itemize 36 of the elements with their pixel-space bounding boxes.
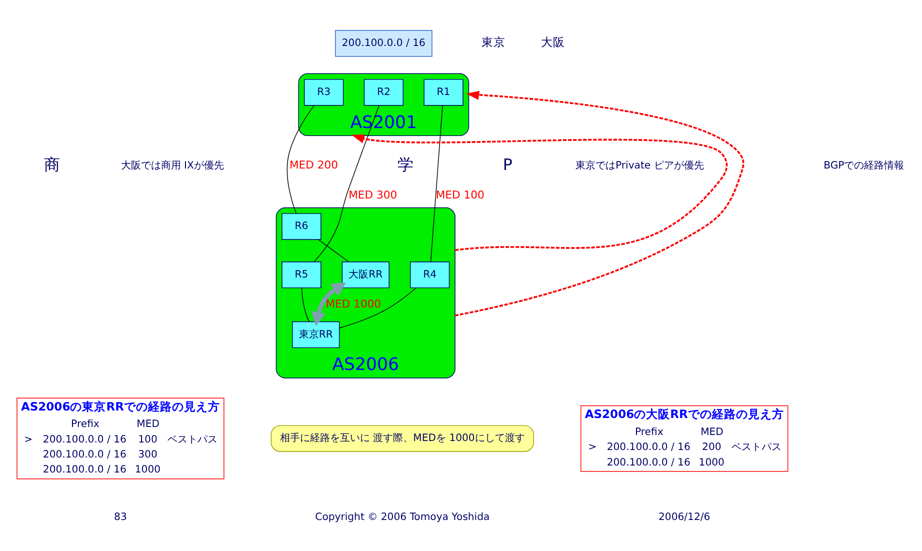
node-box: 大阪RR [342, 261, 390, 288]
arrow [352, 134, 728, 251]
connector [301, 287, 310, 322]
node-box: R4 [410, 261, 450, 288]
node-box: R1 [424, 78, 464, 106]
node-box: R5 [282, 261, 322, 288]
label: BGPでの経路情報 [824, 160, 904, 172]
connector [318, 238, 350, 262]
label: 2006/12/6 [658, 511, 710, 522]
edge-label: MED 100 [436, 188, 484, 201]
arrow [454, 90, 744, 316]
node-box: R2 [364, 78, 404, 106]
node-box: R6 [282, 212, 322, 240]
node-box: 相手に経路を互いに 渡す際、MEDを 1000にして渡す [270, 424, 534, 452]
node-box: R3 [304, 78, 344, 106]
label: P [502, 154, 512, 174]
label: 東京 [481, 34, 506, 49]
connector [430, 104, 443, 262]
label: 学 [397, 154, 414, 174]
connector [339, 287, 416, 328]
node-box: 東京RR [292, 320, 340, 348]
label: 東京ではPrivate ピアが優先 [575, 160, 704, 172]
label: 大阪 [541, 34, 566, 49]
label: 83 [114, 511, 127, 522]
arrow [311, 282, 346, 326]
label: 商 [44, 154, 60, 174]
node-box: AS2006の東京RRでの経路の見え方 Prefix MED > 200.100.0.0 / 16 100 ベストパス 200.100.0.0 / 16 300 200.100.0.0 / 16 1000 [16, 397, 224, 479]
connector [314, 104, 380, 262]
edge-label: MED 300 [348, 188, 398, 201]
node-box: AS2006の大阪RRでの経路の見え方 Prefix MED > 200.100.0.0 / 16 200 ベストパス 200.100.0.0 / 16 1000 [580, 404, 788, 472]
edge-label: MED 1000 [326, 296, 382, 310]
label: 大阪では商用 IXが優先 [120, 160, 224, 172]
node-box: 200.100.0.0 / 16 [335, 30, 432, 56]
label: Copyright © 2006 Tomoya Yoshida [315, 511, 490, 522]
edge-label: MED 200 [289, 158, 338, 171]
connector [286, 104, 314, 214]
